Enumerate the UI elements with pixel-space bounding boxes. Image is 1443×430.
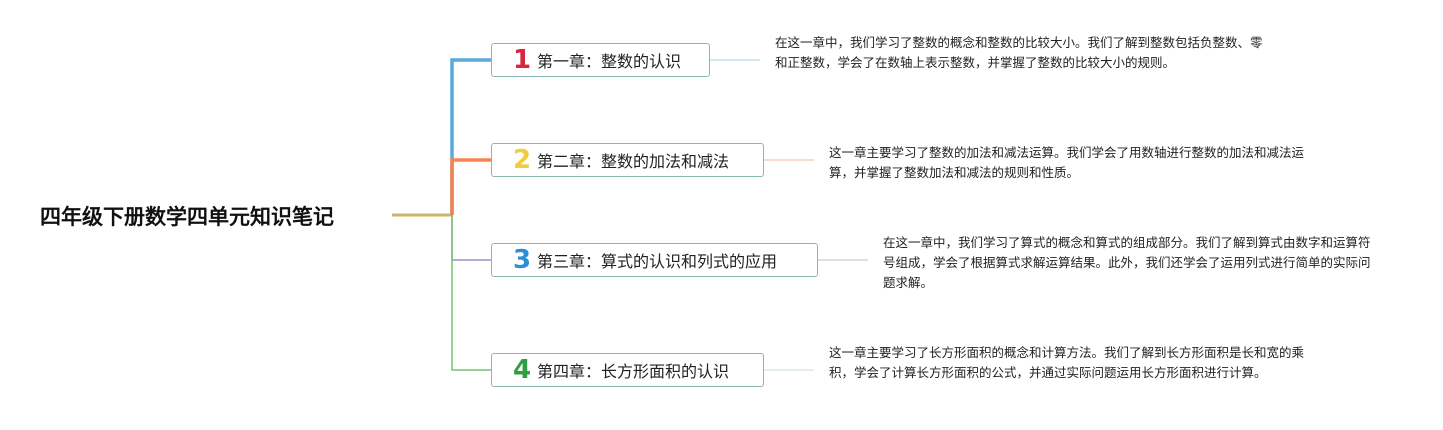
chapter-title: 第三章：算式的认识和列式的应用 bbox=[537, 252, 778, 271]
branch-line-1 bbox=[450, 58, 491, 215]
chapter-title: 第四章：长方形面积的认识 bbox=[537, 362, 730, 381]
chapter-node-4[interactable]: 4 第四章：长方形面积的认识 bbox=[491, 353, 764, 387]
number-2-icon: 2 bbox=[512, 145, 532, 175]
number-4-icon: 4 bbox=[512, 355, 532, 385]
root-topic[interactable]: 四年级下册数学四单元知识笔记 bbox=[40, 205, 334, 229]
branch-line-3 bbox=[451, 215, 491, 261]
chapter-summary-1: 在这一章中，我们学习了整数的概念和整数的比较大小。我们了解到整数包括负整数、零和… bbox=[775, 35, 1263, 70]
branch-line-2 bbox=[450, 158, 491, 215]
chapter-summary-3: 在这一章中，我们学习了算式的概念和算式的组成部分。我们了解到算式由数字和运算符号… bbox=[883, 235, 1371, 290]
number-3-icon: 3 bbox=[512, 245, 532, 275]
chapter-title: 第一章：整数的认识 bbox=[537, 52, 682, 71]
chapter-node-2[interactable]: 2 第二章：整数的加法和减法 bbox=[491, 143, 764, 177]
chapter-summary-4: 这一章主要学习了长方形面积的概念和计算方法。我们了解到长方形面积是长和宽的乘积，… bbox=[829, 345, 1305, 380]
chapter-node-1[interactable]: 1 第一章：整数的认识 bbox=[491, 43, 710, 77]
chapter-summary-2: 这一章主要学习了整数的加法和减法运算。我们学会了用数轴进行整数的加法和减法运算，… bbox=[829, 145, 1305, 180]
chapter-title: 第二章：整数的加法和减法 bbox=[537, 152, 730, 171]
chapter-node-3[interactable]: 3 第三章：算式的认识和列式的应用 bbox=[491, 243, 818, 277]
branch-line-4 bbox=[451, 215, 491, 371]
number-1-icon: 1 bbox=[512, 45, 532, 75]
